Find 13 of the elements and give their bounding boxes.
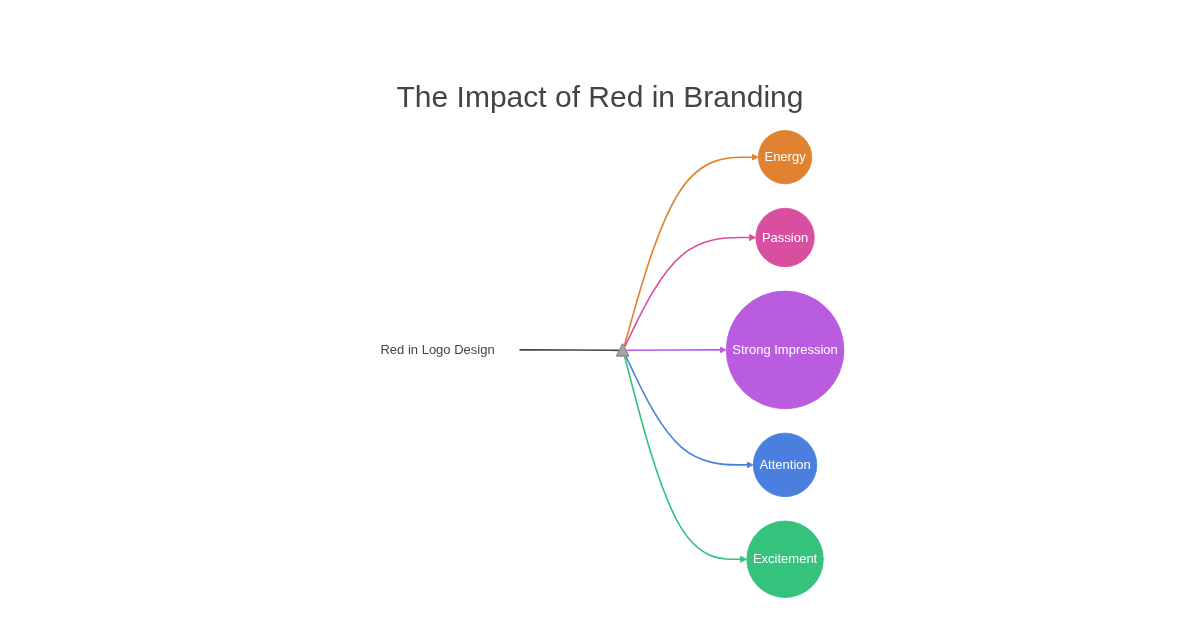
arrow [623, 153, 759, 348]
node-circle: Strong Impression [725, 290, 845, 410]
arrow [625, 355, 754, 469]
arrow [623, 233, 757, 349]
arrow [625, 346, 727, 354]
connector [518, 349, 621, 352]
node-text: Red in Logo Design [380, 342, 495, 357]
node-circle: Energy [757, 130, 813, 185]
node-circle: Attention [752, 432, 818, 498]
diagram-title: The Impact of Red in Branding [395, 80, 805, 114]
node-circle: Excitement [746, 520, 824, 598]
node-circle: Passion [755, 207, 815, 268]
arrow [623, 355, 748, 563]
